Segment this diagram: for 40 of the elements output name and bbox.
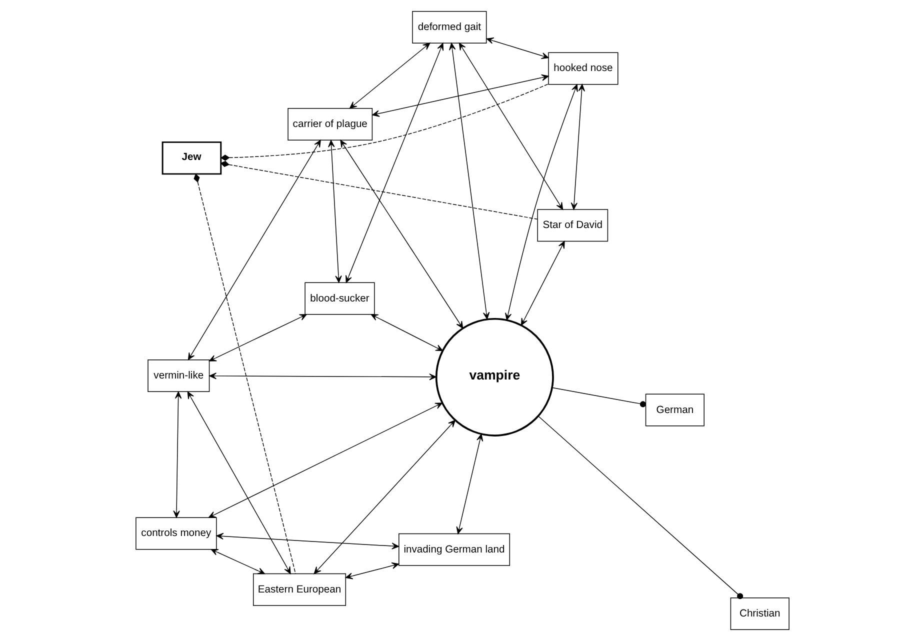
arrow bbox=[348, 42, 430, 109]
node-box: Jew bbox=[161, 141, 222, 175]
node-box: invading German land bbox=[398, 533, 510, 566]
node-box: carrier of plague bbox=[287, 108, 372, 141]
arrow bbox=[340, 140, 463, 329]
arrow bbox=[172, 391, 182, 518]
node-box: controls money bbox=[135, 517, 216, 550]
arrow bbox=[448, 42, 490, 320]
arrow bbox=[570, 84, 585, 210]
arrow bbox=[504, 84, 578, 320]
connector bbox=[193, 174, 296, 574]
arrow bbox=[486, 37, 548, 60]
node-box: Star of David bbox=[536, 209, 608, 242]
arrow bbox=[208, 402, 442, 518]
arrow bbox=[210, 549, 264, 574]
arrow bbox=[328, 140, 342, 283]
node-box: hooked nose bbox=[548, 52, 618, 85]
arrow bbox=[370, 314, 442, 352]
node-box: deformed gait bbox=[412, 10, 486, 44]
node-box: blood-sucker bbox=[304, 282, 374, 315]
arrow bbox=[208, 314, 306, 362]
arrow bbox=[187, 140, 320, 360]
node-box: Eastern European bbox=[252, 573, 346, 606]
arrow bbox=[216, 532, 399, 550]
arrow bbox=[208, 372, 436, 380]
arrow bbox=[458, 42, 563, 210]
arrow bbox=[345, 42, 444, 283]
connector bbox=[220, 160, 538, 220]
arrow bbox=[344, 562, 399, 580]
arrow bbox=[186, 391, 290, 574]
node-box: Christian bbox=[730, 598, 789, 630]
connector bbox=[551, 387, 646, 408]
node-box: vermin-like bbox=[147, 360, 210, 392]
arrow bbox=[520, 240, 564, 326]
connector bbox=[220, 84, 548, 161]
arrow bbox=[456, 434, 483, 534]
arrow bbox=[313, 420, 455, 574]
node-box: German bbox=[644, 394, 704, 426]
connector bbox=[537, 416, 743, 600]
arrow bbox=[372, 74, 548, 117]
